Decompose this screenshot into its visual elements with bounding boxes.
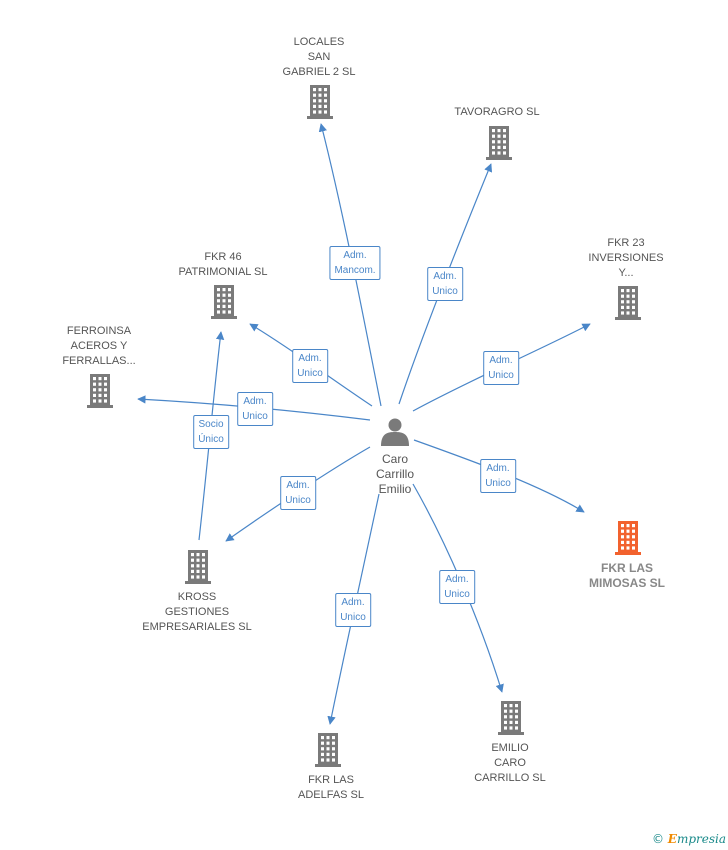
role-text: Unico xyxy=(297,368,323,379)
edge-role-label: Adm. Unico xyxy=(427,267,463,301)
company-name-line: ACEROS Y xyxy=(70,340,128,352)
building-icon xyxy=(307,85,333,119)
brand-name: mpresia xyxy=(676,832,726,846)
building-icon xyxy=(211,285,237,319)
person-name-line: Emilio xyxy=(378,482,412,496)
company-name-line: LOCALES xyxy=(293,36,345,48)
company-name-line: INVERSIONES xyxy=(588,252,664,264)
company-name-line: CARO xyxy=(494,757,526,769)
edge-role-label: Adm. Unico xyxy=(280,476,316,510)
role-text: Único xyxy=(198,434,224,445)
role-text: Adm. xyxy=(445,574,469,585)
company-name-locales[interactable]: LOCALES SAN GABRIEL 2 SL xyxy=(283,35,356,80)
company-name-fkr46[interactable]: FKR 46 PATRIMONIAL SL xyxy=(178,250,267,280)
company-name-line: FERRALLAS... xyxy=(62,355,136,367)
role-text: Unico xyxy=(285,495,311,506)
brand-initial: E xyxy=(667,832,677,846)
role-text: Unico xyxy=(242,411,268,422)
edge-role-label: Adm. Unico xyxy=(480,459,516,493)
person-name-line: Carrillo xyxy=(375,467,415,481)
company-name-line: GESTIONES xyxy=(164,606,230,618)
copyright-symbol: © xyxy=(651,832,664,846)
company-name-line: SAN xyxy=(307,51,331,63)
edge-role-label: Adm. Mancom. xyxy=(329,246,381,280)
company-name-ferroinsa[interactable]: FERROINSA ACEROS Y FERRALLAS... xyxy=(62,324,135,369)
empresia-watermark: © Empresia xyxy=(652,832,726,846)
person-icon xyxy=(381,418,409,446)
building-icon xyxy=(615,286,641,320)
role-text: Unico xyxy=(444,589,470,600)
company-name-line: Y... xyxy=(618,267,634,279)
building-icon xyxy=(185,550,211,584)
edge-role-label: Adm. Unico xyxy=(292,349,328,383)
role-text: Adm. xyxy=(433,271,457,282)
role-text: Adm. xyxy=(489,355,513,366)
role-text: Unico xyxy=(485,478,511,489)
person-name-line: Caro xyxy=(381,452,409,466)
role-text: Adm. xyxy=(286,480,310,491)
company-name-line: ADELFAS SL xyxy=(297,789,365,801)
company-name-line: GABRIEL 2 SL xyxy=(282,66,356,78)
role-text: Socio xyxy=(198,419,224,430)
building-icon xyxy=(498,701,524,735)
role-text: Adm. xyxy=(343,250,367,261)
building-icon xyxy=(87,374,113,408)
company-name-kross[interactable]: KROSS GESTIONES EMPRESARIALES SL xyxy=(142,590,251,635)
role-text: Adm. xyxy=(341,597,365,608)
company-name-line: EMILIO xyxy=(491,742,529,754)
edge-role-label: Adm. Unico xyxy=(439,570,475,604)
company-name-line: FKR LAS xyxy=(308,774,354,786)
role-text: Unico xyxy=(340,612,366,623)
role-text: Adm. xyxy=(243,396,267,407)
role-text: Unico xyxy=(488,370,514,381)
company-name-line: FKR 23 xyxy=(607,237,645,249)
company-name-line: EMPRESARIALES SL xyxy=(142,621,252,633)
role-text: Adm. xyxy=(486,463,510,474)
role-text: Mancom. xyxy=(334,265,376,276)
company-name-tavoragro[interactable]: TAVORAGRO SL xyxy=(454,105,539,120)
company-name-line: KROSS xyxy=(177,591,217,603)
role-text: Adm. xyxy=(298,353,322,364)
company-name-line: MIMOSAS SL xyxy=(588,576,666,590)
company-name-line: FKR 46 xyxy=(204,251,242,263)
company-name-emilio[interactable]: EMILIO CARO CARRILLO SL xyxy=(474,741,546,786)
company-name-adelfas[interactable]: FKR LAS ADELFAS SL xyxy=(298,773,364,803)
building-icon xyxy=(315,733,341,767)
building-icon xyxy=(486,126,512,160)
company-name-line: CARRILLO SL xyxy=(474,772,546,784)
company-name-fkr23[interactable]: FKR 23 INVERSIONES Y... xyxy=(588,236,663,281)
role-text: Unico xyxy=(432,286,458,297)
company-name-line: FERROINSA xyxy=(66,325,132,337)
company-name-line: TAVORAGRO SL xyxy=(454,106,540,118)
company-name-line: PATRIMONIAL SL xyxy=(178,266,268,278)
edge-role-label: Adm. Unico xyxy=(483,351,519,385)
edge-role-label: Adm. Unico xyxy=(335,593,371,627)
building-icon xyxy=(615,521,641,555)
company-name-line: FKR LAS xyxy=(600,561,653,575)
edge-role-label: Adm. Unico xyxy=(237,392,273,426)
